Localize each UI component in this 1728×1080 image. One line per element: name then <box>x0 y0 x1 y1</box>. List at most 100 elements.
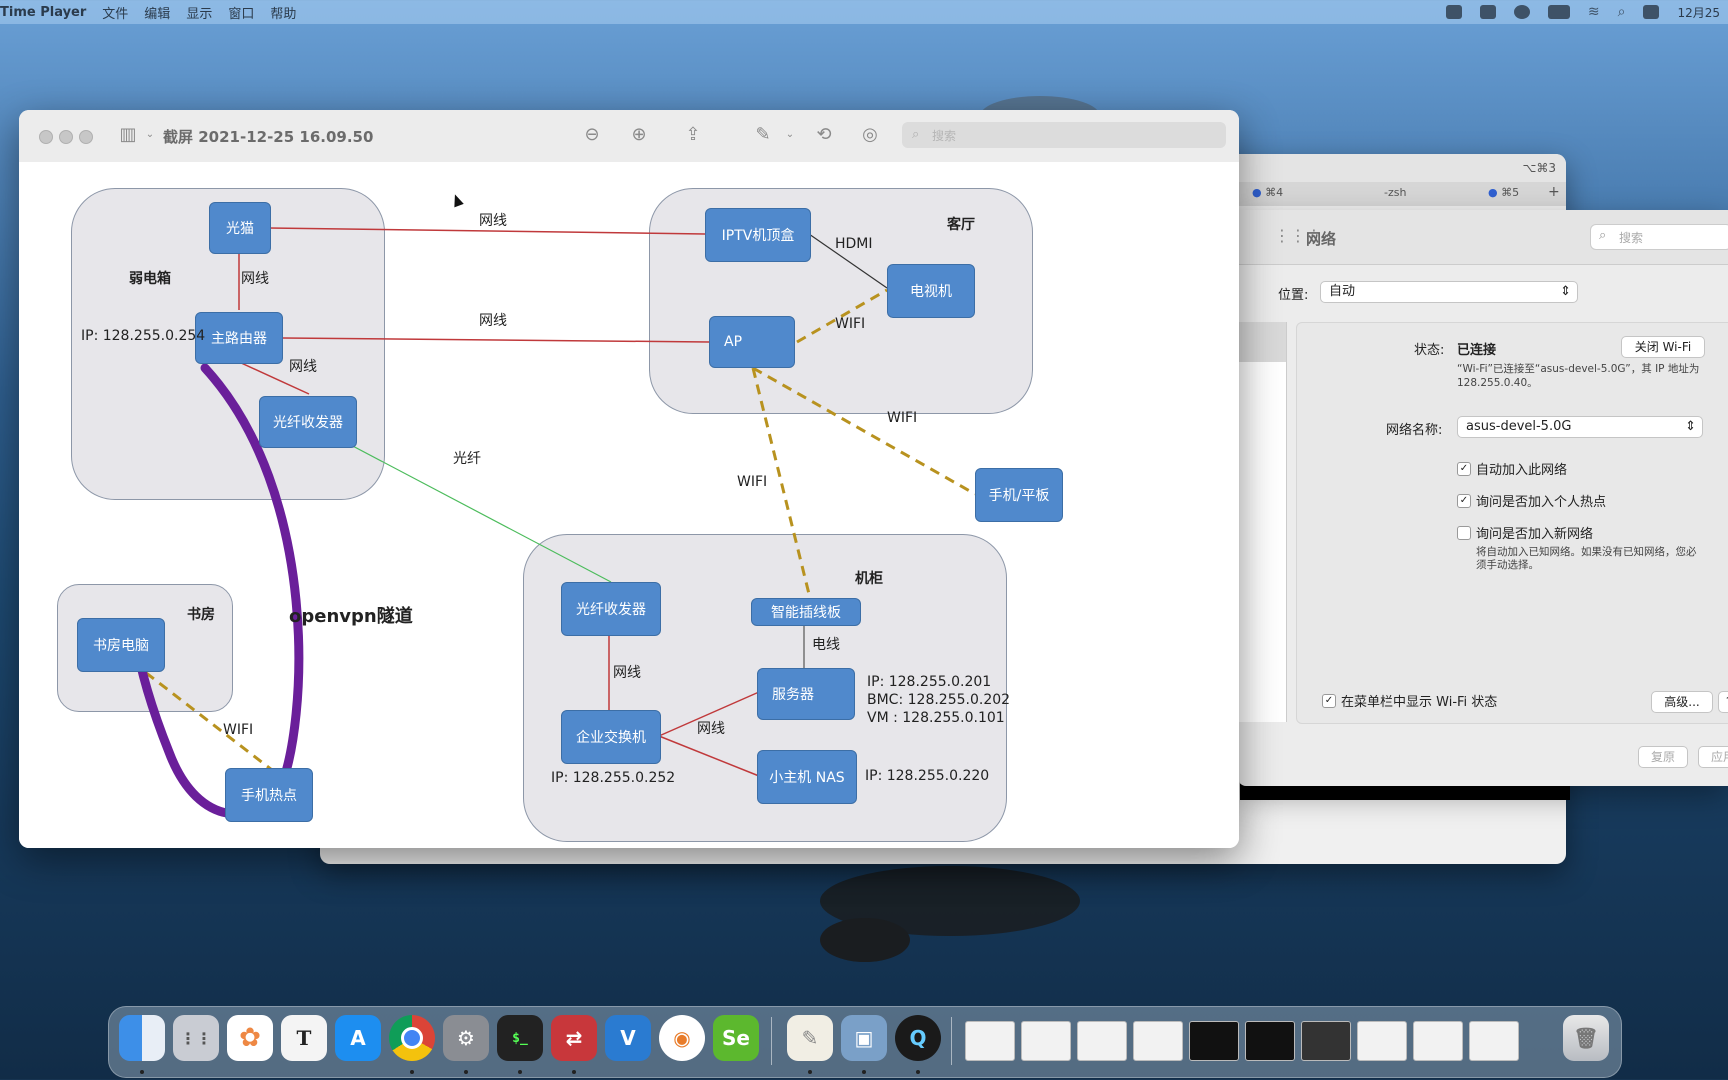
node-smart-power-strip: 智能插线板 <box>751 598 861 626</box>
minimized-window-thumb[interactable] <box>1189 1021 1239 1061</box>
label-switch-ip: IP: 128.255.0.252 <box>551 770 676 786</box>
line-router-fiber <box>238 361 310 395</box>
terminal-tab-4[interactable]: ● ⌘4 <box>1252 186 1284 199</box>
share-icon[interactable]: ⇪ <box>685 124 701 145</box>
minimized-window-thumb[interactable] <box>1077 1021 1127 1061</box>
terminal-tab-5[interactable]: ● ⌘5 <box>1488 186 1520 199</box>
chrome-icon[interactable] <box>389 1015 435 1061</box>
turn-off-wifi-button[interactable]: 关闭 Wi-Fi <box>1621 336 1705 358</box>
input-method-icon[interactable] <box>1479 5 1496 19</box>
ask-hotspot-checkbox[interactable]: ✓ <box>1457 494 1471 508</box>
rotate-icon[interactable]: ⟲ <box>816 124 832 145</box>
node-enterprise-switch: 企业交换机 <box>561 710 661 764</box>
network-prefs-window[interactable]: ⋮⋮⋮ 网络 ⌕ 搜索 位置: 自动⇕ 状态: 已连接 关闭 Wi-Fi “Wi… <box>1238 210 1728 786</box>
status-value: 已连接 <box>1457 343 1497 358</box>
help-button[interactable]: ? <box>1718 691 1728 713</box>
chevron-down-icon[interactable]: ⌄ <box>145 129 155 140</box>
zone-cabinet-label: 机柜 <box>855 571 883 587</box>
se-icon[interactable]: Se <box>713 1015 759 1061</box>
minimized-window-thumb[interactable] <box>1413 1021 1463 1061</box>
menu-view[interactable]: 显示 <box>186 6 213 22</box>
minimized-window-thumb[interactable] <box>1133 1021 1183 1061</box>
zoom-in-icon[interactable]: ⊕ <box>631 124 647 145</box>
auto-join-checkbox[interactable]: ✓ <box>1457 462 1471 476</box>
running-indicator <box>862 1070 866 1074</box>
network-name-label: 网络名称: <box>1386 423 1443 438</box>
markup-pen-icon[interactable]: ✎ <box>755 124 771 145</box>
record-icon[interactable] <box>1445 5 1462 19</box>
vpn-icon[interactable]: ◉ <box>659 1015 705 1061</box>
revert-button[interactable]: 复原 <box>1638 746 1688 768</box>
label-nas-ip: IP: 128.255.0.220 <box>865 768 990 784</box>
search-icon: ⌕ <box>912 127 920 142</box>
minimized-window-thumb[interactable] <box>1469 1021 1519 1061</box>
grid-icon[interactable]: ⋮⋮⋮ <box>1274 226 1322 245</box>
ask-new-network-checkbox[interactable] <box>1457 526 1471 540</box>
launchpad-icon[interactable]: ⋮⋮ <box>173 1015 219 1061</box>
zoom-button[interactable] <box>79 130 93 144</box>
chevron-down-icon[interactable]: ⌄ <box>785 129 795 140</box>
appstore-icon[interactable]: A <box>335 1015 381 1061</box>
sidebar-toggle-icon[interactable]: ▥ <box>119 124 137 145</box>
apply-button[interactable]: 应用 <box>1698 746 1728 768</box>
menu-window[interactable]: 窗口 <box>228 6 255 22</box>
remote-desktop-icon[interactable]: ⇄ <box>551 1015 597 1061</box>
advanced-button[interactable]: 高级... <box>1651 691 1713 713</box>
minimize-button[interactable] <box>59 130 73 144</box>
minimized-window-thumb[interactable] <box>1245 1021 1295 1061</box>
location-label: 位置: <box>1278 288 1309 303</box>
time-machine-icon[interactable] <box>1513 5 1530 19</box>
zoom-out-icon[interactable]: ⊖ <box>584 124 600 145</box>
preview-icon[interactable]: ▣ <box>841 1015 887 1061</box>
status-description: “Wi-Fi”已连接至“asus-devel-5.0G”，其 IP 地址为 12… <box>1457 363 1700 389</box>
node-study-pc: 书房电脑 <box>77 618 165 672</box>
minimized-window-thumb[interactable] <box>965 1021 1015 1061</box>
network-name-select[interactable]: asus-devel-5.0G⇕ <box>1457 416 1703 438</box>
vscode-icon[interactable]: V <box>605 1015 651 1061</box>
running-indicator <box>916 1070 920 1074</box>
typora-icon[interactable]: T <box>281 1015 327 1061</box>
menu-app-name[interactable]: Time Player <box>0 4 87 20</box>
menu-help[interactable]: 帮助 <box>270 6 297 22</box>
preview-search-input[interactable]: ⌕ 搜索 <box>902 122 1226 148</box>
minimized-window-thumb[interactable] <box>1301 1021 1351 1061</box>
control-center-icon[interactable] <box>1643 5 1660 19</box>
search-icon: ⌕ <box>1599 228 1607 243</box>
network-title: 网络 <box>1306 230 1337 248</box>
service-list[interactable] <box>1238 322 1287 722</box>
close-button[interactable] <box>39 130 53 144</box>
minimized-window-thumb[interactable] <box>1021 1021 1071 1061</box>
service-item-selected[interactable] <box>1238 322 1286 362</box>
menu-file[interactable]: 文件 <box>102 6 129 22</box>
node-tv: 电视机 <box>887 264 975 318</box>
textedit-icon[interactable]: ✎ <box>787 1015 833 1061</box>
line-modem-iptv <box>268 227 706 235</box>
label-fiber: 光纤 <box>453 451 481 467</box>
node-modem: 光猫 <box>209 202 271 254</box>
terminal-icon[interactable]: $_ <box>497 1015 543 1061</box>
diagram-canvas: 弱电箱 客厅 书房 机柜 光猫 主路由器 光纤收发器 IPTV机顶盒 电视机 A… <box>19 162 1239 848</box>
menu-clock[interactable]: 12月25 <box>1677 5 1720 20</box>
zone-weak-box-label: 弱电箱 <box>129 271 171 287</box>
photos-icon[interactable]: ✿ <box>227 1015 273 1061</box>
location-select[interactable]: 自动⇕ <box>1320 281 1578 303</box>
label-ethernet-router-ap: 网线 <box>479 313 507 329</box>
settings-icon[interactable]: ⚙ <box>443 1015 489 1061</box>
add-tab-icon[interactable]: + <box>1548 184 1560 200</box>
search-icon[interactable]: ⌕ <box>1617 4 1626 20</box>
node-fiber-transceiver-1: 光纤收发器 <box>259 396 357 448</box>
minimized-window-thumb[interactable] <box>1357 1021 1407 1061</box>
battery-icon[interactable] <box>1547 5 1570 19</box>
show-wifi-status-checkbox[interactable]: ✓ <box>1322 694 1336 708</box>
menu-edit[interactable]: 编辑 <box>144 6 171 22</box>
markup-icon[interactable]: ◎ <box>862 124 878 145</box>
running-indicator <box>572 1070 576 1074</box>
label-wifi-ap-phone: WIFI <box>887 410 918 426</box>
finder-icon[interactable] <box>119 1015 165 1061</box>
quicktime-icon[interactable]: Q <box>895 1015 941 1061</box>
terminal-tab-zsh[interactable]: -zsh <box>1384 186 1407 199</box>
preview-window[interactable]: ▥ ⌄ 截屏 2021-12-25 16.09.50 ⊖ ⊕ ⇪ ✎ ⌄ ⟲ ◎… <box>19 110 1239 848</box>
trash-icon[interactable]: 🗑 <box>1563 1015 1609 1061</box>
wifi-icon[interactable]: ≋ <box>1587 4 1600 20</box>
network-search-input[interactable]: ⌕ 搜索 <box>1590 224 1728 250</box>
